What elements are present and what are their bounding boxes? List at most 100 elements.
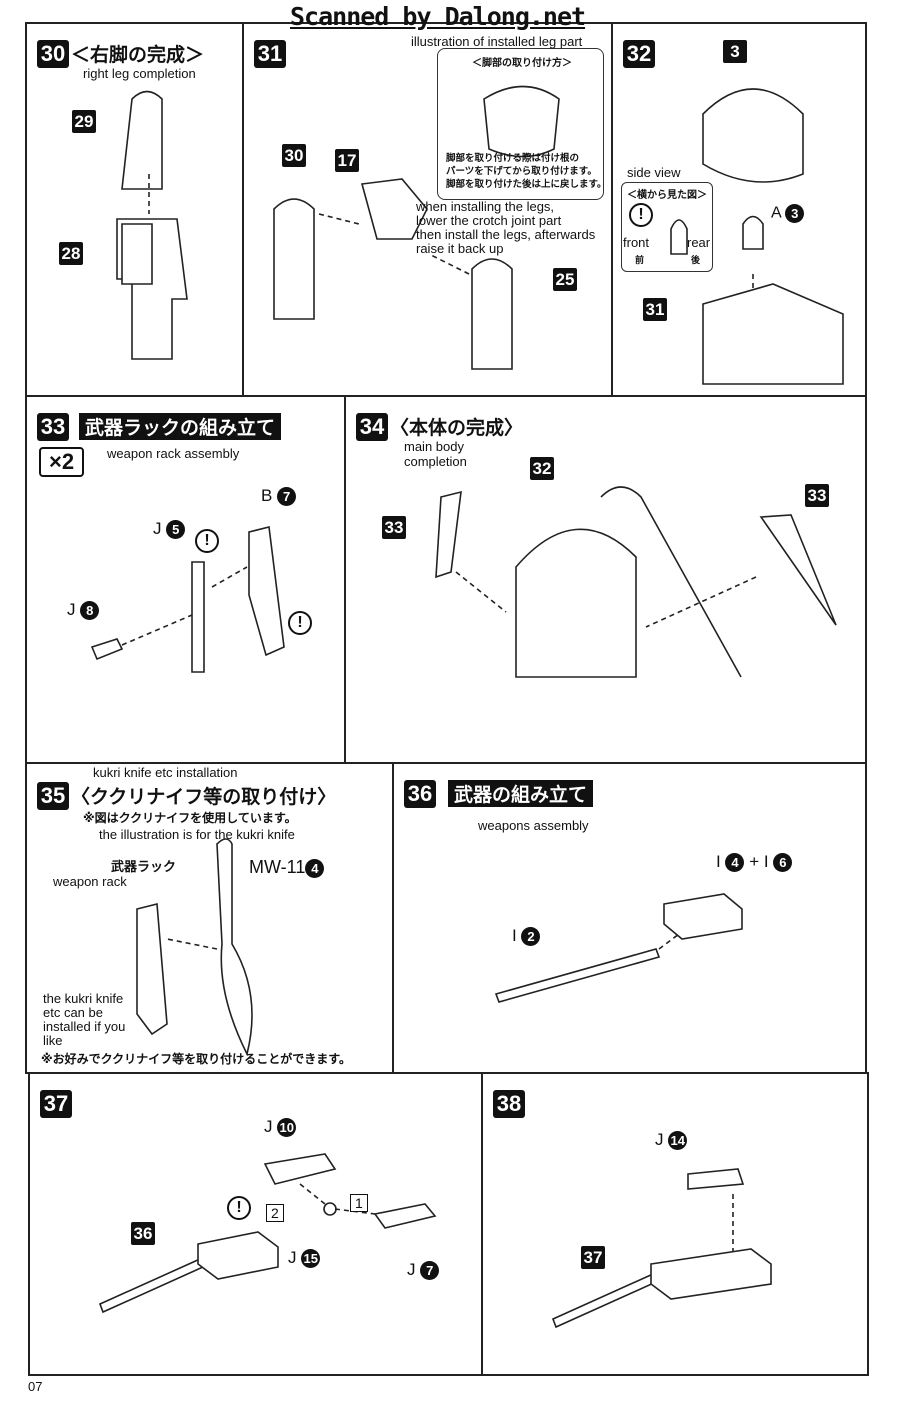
- step-number: 30: [37, 40, 69, 68]
- rack-label-jp: 武器ラック: [111, 860, 177, 875]
- note-line: the kukri knife: [43, 991, 124, 1006]
- part-number-circle: 4: [725, 853, 745, 873]
- note-en-line: when installing the legs,: [416, 199, 555, 214]
- label-j5: J 5: [153, 519, 186, 540]
- weapon-gun-illustration: [98, 1153, 437, 1314]
- note-jp-line: 脚部を取り付けた後は上に戻します。: [446, 179, 607, 190]
- note-jp: ※図はククリナイフを使用しています。: [83, 811, 297, 825]
- rear-label-jp: 後: [691, 256, 701, 266]
- note-en-line: then install the legs, afterwards: [416, 227, 596, 242]
- part-number-circle: 7: [420, 1261, 440, 1281]
- part-28: 28: [59, 242, 83, 265]
- step-30-panel: 30 ＜右脚の完成＞ right leg completion 29 28: [25, 22, 244, 397]
- part-33-right: 33: [805, 484, 829, 507]
- part-number-circle: 15: [301, 1249, 321, 1269]
- step-number: 31: [254, 40, 286, 68]
- part-30: 30: [282, 144, 306, 167]
- runner-letter: J: [655, 1130, 664, 1149]
- watermark: Scanned by Dalong.net: [290, 2, 586, 31]
- step-32-panel: 32 3 side view ＜横から見た図＞ ! front 前 rear 後…: [611, 22, 867, 397]
- part-36: 36: [131, 1222, 155, 1245]
- label-j15: J 15: [288, 1248, 321, 1269]
- part-25: 25: [553, 268, 577, 291]
- part-number-circle: 8: [80, 601, 100, 621]
- step-37-panel: 37 36 J 10 J 15 J 7 1 2 !: [28, 1072, 483, 1376]
- note-en: the illustration is for the kukri knife: [99, 827, 295, 842]
- step-36-panel: 36 武器の組み立て weapons assembly I 4 + I 6 I …: [392, 762, 867, 1074]
- warning-icon: !: [195, 529, 219, 553]
- part-number-circle: 3: [785, 204, 805, 223]
- step-title: 武器ラックの組み立て: [79, 413, 282, 440]
- optional-note-jp: ※お好みでククリナイフ等を取り付けることができます。: [41, 1052, 351, 1066]
- part-31: 31: [643, 298, 667, 321]
- runner-letter: J: [264, 1117, 273, 1136]
- step-31-panel: 31 illustration of installed leg part ＜脚…: [242, 22, 613, 397]
- part-number-circle: 4: [305, 858, 325, 878]
- step-title: 武器の組み立て: [448, 780, 594, 807]
- body-assembly-illustration: [435, 486, 837, 678]
- note-en-line: raise it back up: [416, 241, 504, 256]
- runner-letter: I: [512, 926, 517, 945]
- weapon-rack-illustration: [90, 526, 285, 673]
- step-title: 〈ククリナイフ等の取り付け〉: [71, 786, 337, 808]
- part-33-left: 33: [382, 516, 406, 539]
- step-38-panel: 38 J 14 37: [481, 1072, 869, 1376]
- runner-letter: J: [407, 1260, 416, 1279]
- step-title: 〈本体の完成〉: [390, 417, 524, 439]
- page-number: 07: [28, 1379, 43, 1394]
- multiplier-badge: ×2: [39, 447, 85, 477]
- part-name: MW-11: [249, 857, 306, 877]
- part-17: 17: [335, 149, 359, 172]
- note-jp: 脚部を取り付ける際は付け根の パーツを下げてから取り付けます。 脚部を取り付けた…: [446, 152, 607, 191]
- optional-note-en: the kukri knife etc can be installed if …: [43, 992, 125, 1048]
- step-title-en: weapons assembly: [478, 818, 589, 833]
- kukri-illustration: [136, 838, 253, 1057]
- part-29: 29: [72, 110, 96, 133]
- label-b7: B 7: [261, 486, 297, 507]
- order-2: 2: [266, 1204, 284, 1222]
- label-j8: J 8: [67, 600, 100, 621]
- leg-illustration: [116, 90, 188, 360]
- label-i4-i6: I 4 + I 6: [716, 852, 793, 873]
- label-j14: J 14: [655, 1130, 688, 1151]
- step-number: 34: [356, 413, 388, 441]
- warning-icon: !: [288, 611, 312, 635]
- label-j10: J 10: [264, 1117, 297, 1138]
- side-view-en: side view: [627, 165, 681, 180]
- step-title-en: right leg completion: [83, 66, 196, 81]
- step-number: 35: [37, 782, 69, 810]
- part-number-circle: 6: [773, 853, 793, 873]
- part-number-circle: 7: [277, 487, 297, 507]
- title-line: main body: [404, 439, 464, 454]
- runner-letter: A: [771, 204, 781, 222]
- part-3: 3: [723, 40, 747, 63]
- step-title-en: kukri knife etc installation: [93, 765, 238, 780]
- runner-letter: J: [288, 1248, 297, 1267]
- warning-icon: !: [227, 1196, 251, 1220]
- label-j7: J 7: [407, 1260, 440, 1281]
- step-35-panel: kukri knife etc installation 35 〈ククリナイフ等…: [25, 762, 394, 1074]
- step-number: 33: [37, 413, 69, 441]
- label-i2: I 2: [512, 926, 541, 947]
- step-number: 38: [493, 1090, 525, 1118]
- note-en-line: lower the crotch joint part: [416, 213, 562, 228]
- side-view-box: [621, 182, 713, 272]
- part-number-circle: 10: [277, 1118, 297, 1138]
- order-1: 1: [350, 1194, 368, 1212]
- part-32: 32: [530, 457, 554, 480]
- part-37: 37: [581, 1246, 605, 1269]
- rear-label: rear: [687, 235, 711, 250]
- callout-title-en: illustration of installed leg part: [411, 34, 583, 49]
- runner-letter: I: [716, 852, 721, 871]
- runner-letter: I: [763, 852, 769, 871]
- step-33-panel: 33 武器ラックの組み立て ×2 weapon rack assembly J …: [25, 395, 346, 764]
- step-title: ＜右脚の完成＞: [71, 44, 205, 66]
- rack-label-en: weapon rack: [53, 874, 127, 889]
- callout-title-jp: ＜脚部の取り付け方＞: [472, 58, 572, 69]
- runner-letter: B: [261, 486, 273, 505]
- step-number: 32: [623, 40, 655, 68]
- part-a3-label: A 3: [771, 204, 805, 223]
- note-en: when installing the legs, lower the crot…: [416, 200, 595, 256]
